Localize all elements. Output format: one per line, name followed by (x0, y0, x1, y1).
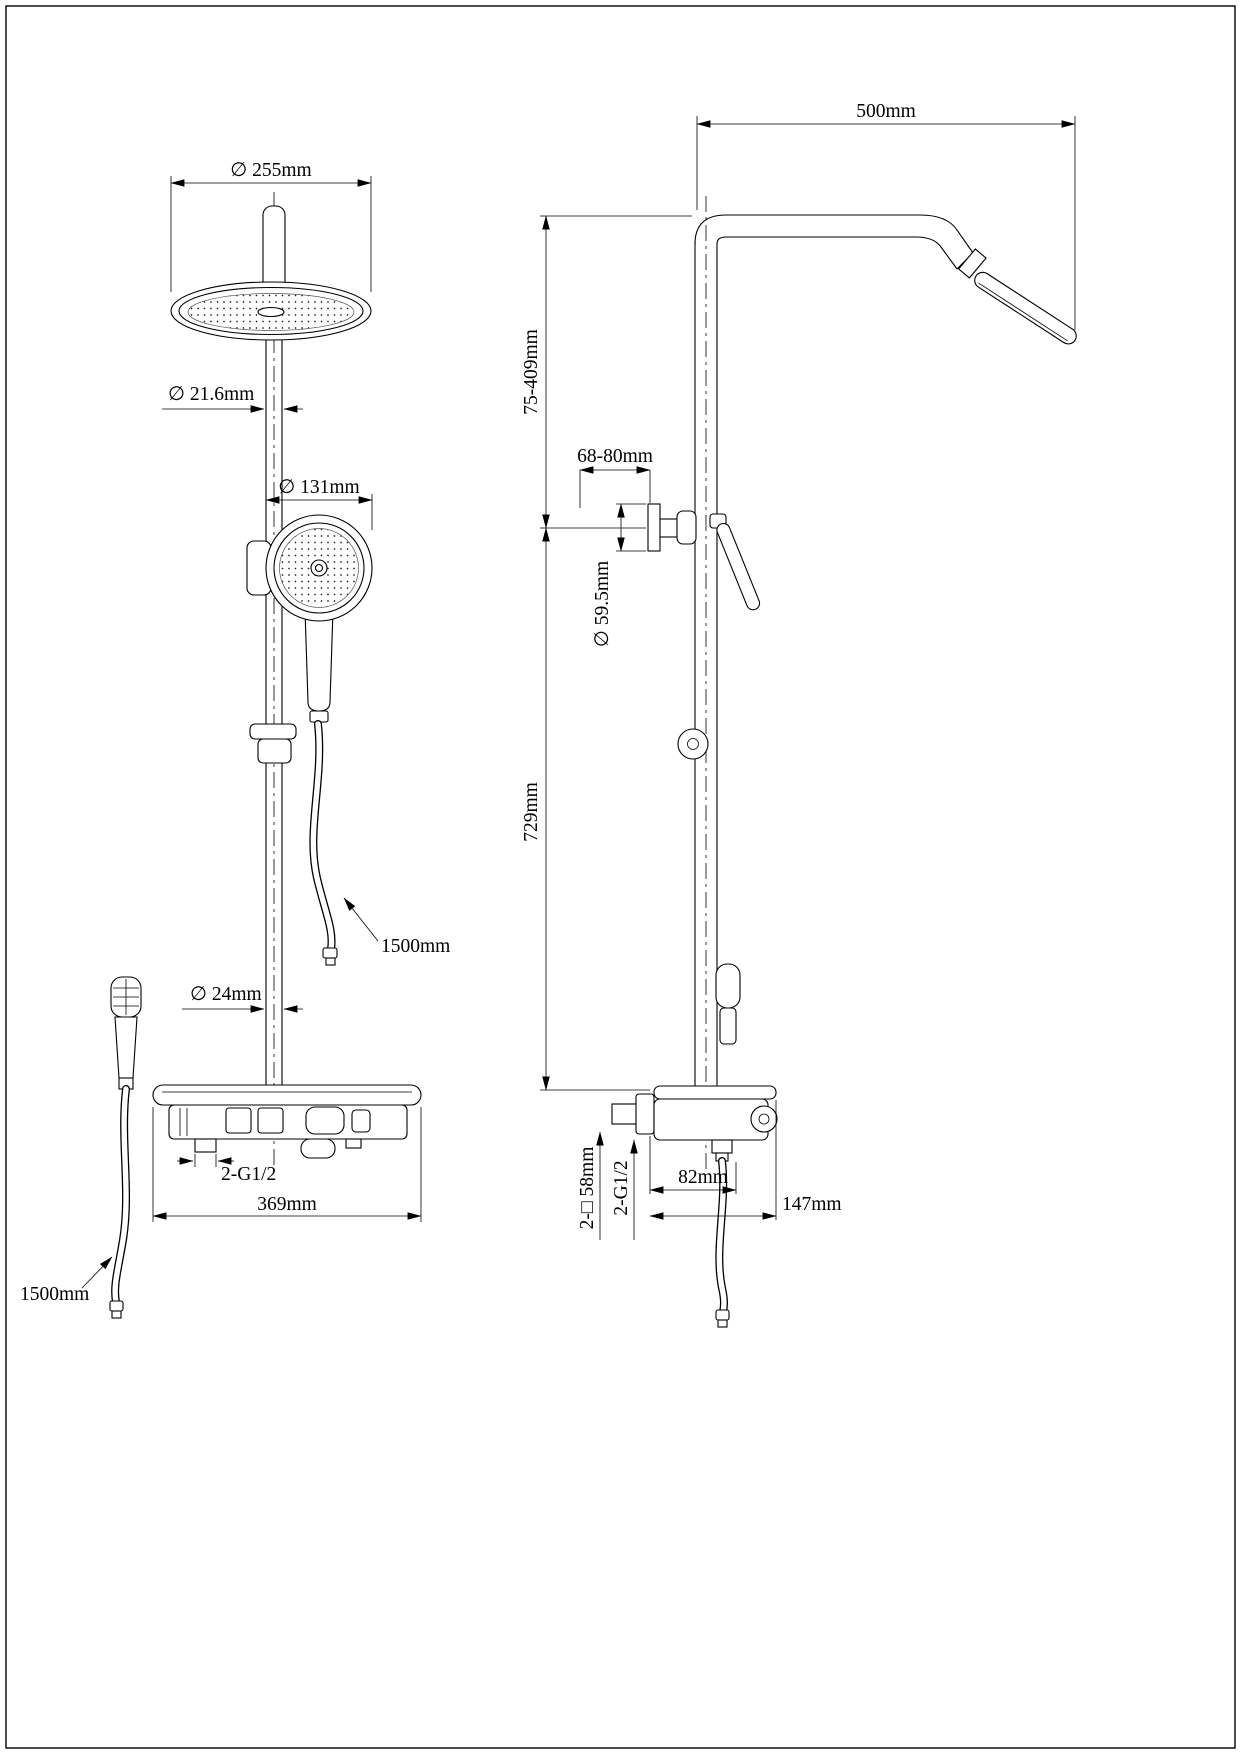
dim-column-length-group: 729mm (521, 527, 650, 1091)
dim-escutcheon-diameter-group: ∅ 59.5mm (592, 503, 646, 647)
hand-shower-holder-side (715, 963, 741, 1045)
wall-supply-pipe (611, 1103, 639, 1125)
dim-head-height-range-label: 75-409mm (521, 329, 542, 415)
mixer-body-side (611, 1085, 778, 1162)
dim-shower-hose-length-group: 1500mm (343, 897, 450, 957)
wand-hose-front (109, 1085, 131, 1319)
wall-bracket-side (647, 503, 697, 552)
sheet-border (5, 5, 1236, 1749)
dim-arm-length-label: 500mm (856, 101, 916, 122)
rain-shower-head-front (170, 281, 372, 341)
escutcheon-plate (647, 503, 661, 552)
dim-wall-distance-range-group: 68-80mm (577, 446, 653, 508)
dim-hand-shower-diameter-group: ∅ 131mm (265, 477, 373, 530)
dim-flange-square-group: 2-□ 58mm (577, 1131, 604, 1240)
dim-outlet-offset-group: 82mm (649, 1136, 737, 1194)
dim-flange-square-label: 2-□ 58mm (577, 1147, 598, 1230)
temperature-knob-front (305, 1106, 345, 1135)
dim-column-diameter-label: ∅ 24mm (190, 984, 262, 1005)
head-ball-joint (957, 248, 987, 279)
side-view: 500mm 75-409mm 729mm 68-80mm ∅ 59.5mm (521, 101, 1077, 1328)
riser-pipe-side (694, 242, 718, 1086)
hose-outlet (711, 1139, 733, 1154)
dim-shower-hose-length-label: 1500mm (381, 936, 450, 957)
front-view: ∅ 255mm ∅ 21.6mm ∅ 131mm 1500mm ∅ 24mm (20, 160, 450, 1319)
lower-knob (300, 1138, 336, 1159)
rain-shower-head-side (974, 271, 1077, 345)
dim-body-width-label: 369mm (257, 1194, 317, 1215)
dim-head-diameter-group: ∅ 255mm (170, 160, 372, 292)
shower-arm-side (694, 214, 987, 279)
dim-wall-distance-range-label: 68-80mm (577, 446, 653, 467)
mixer-body-front (152, 1084, 422, 1159)
dim-escutcheon-diameter-label: ∅ 59.5mm (592, 561, 613, 647)
riser-pipe-front (265, 340, 283, 1086)
dim-shelf-depth-group: 147mm (649, 1100, 842, 1220)
shower-hose-front (309, 720, 338, 966)
dim-inlet-thread-label: 2-G1/2 (221, 1164, 276, 1185)
dim-outlet-offset-label: 82mm (678, 1167, 728, 1188)
hand-shower-front (265, 514, 373, 622)
shelf-front (152, 1084, 422, 1106)
dim-head-diameter-label: ∅ 255mm (230, 160, 311, 181)
dim-inlet-thread-group: 2-G1/2 (177, 1154, 276, 1185)
inlet-fitting (194, 1138, 217, 1153)
dim-outlet-thread-label: 2-G1/2 (611, 1160, 632, 1215)
dim-wand-hose-length-label: 1500mm (20, 1284, 89, 1305)
dim-column-diameter-group: ∅ 24mm (182, 984, 303, 1013)
push-button-2 (257, 1107, 284, 1134)
hand-shower-handle (304, 609, 334, 712)
diverter-lever-side (709, 513, 761, 611)
head-inlet-connector (262, 205, 286, 295)
dim-head-height-range-group: 75-409mm (521, 215, 692, 529)
dim-outlet-thread-group: 2-G1/2 (611, 1139, 638, 1240)
dim-pipe-diameter-group: ∅ 21.6mm (162, 384, 303, 413)
dim-body-width-group: 369mm (152, 1107, 422, 1222)
temperature-knob-side (750, 1105, 778, 1133)
dim-column-length-label: 729mm (521, 782, 542, 842)
outlet-hose-side (715, 1157, 730, 1328)
shelf-side (653, 1085, 777, 1100)
push-button-1 (225, 1107, 252, 1134)
dim-shelf-depth-label: 147mm (782, 1194, 842, 1215)
dim-pipe-diameter-label: ∅ 21.6mm (168, 384, 254, 405)
dim-wand-hose-length-group: 1500mm (20, 1256, 113, 1305)
square-flange (635, 1093, 655, 1135)
hand-wand-front (110, 976, 142, 1090)
dim-hand-shower-diameter-label: ∅ 131mm (278, 477, 359, 498)
dim-arm-length-group: 500mm (696, 101, 1076, 330)
slider-clamp-front (249, 723, 297, 764)
slider-knob-side (677, 728, 709, 760)
